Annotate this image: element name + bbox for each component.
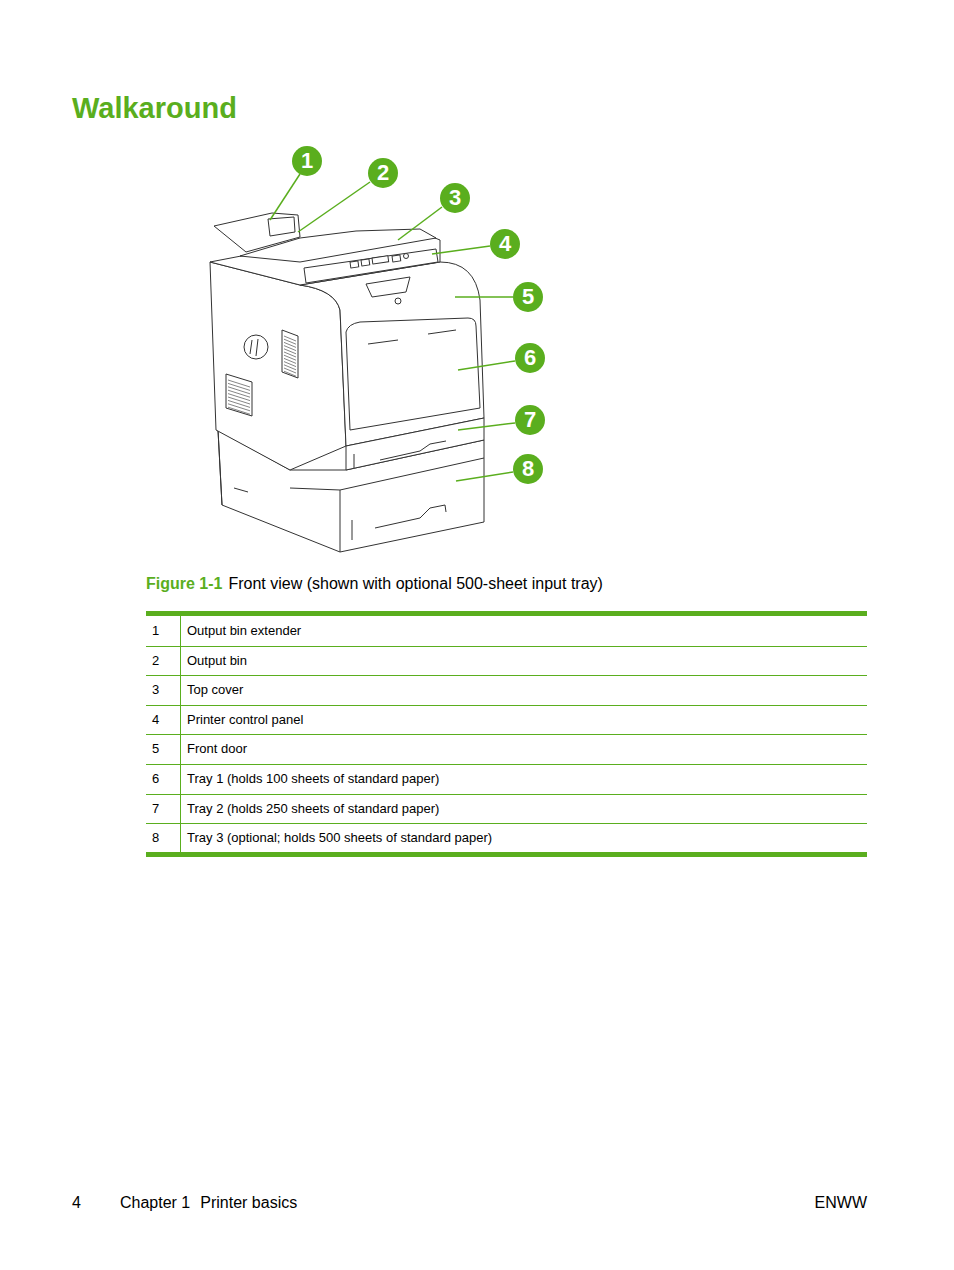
callout-number: 5 <box>522 286 534 308</box>
callout-circle: 3 <box>440 183 470 213</box>
table-cell: Output bin extender <box>187 616 301 646</box>
figure-caption: Front view (shown with optional 500-shee… <box>228 574 602 594</box>
table-cell: 7 <box>152 794 159 824</box>
vent-stroke <box>228 404 250 411</box>
table-cell: 2 <box>152 646 159 676</box>
callout-number: 6 <box>524 347 536 369</box>
vent-stroke <box>228 397 250 404</box>
callout-number: 8 <box>522 458 534 480</box>
page-number: 4 <box>72 1193 81 1213</box>
callout-circle: 8 <box>513 454 543 484</box>
vent-stroke <box>228 387 250 394</box>
vent-stroke <box>228 400 250 407</box>
callout-circle: 1 <box>292 146 322 176</box>
vent-stroke <box>228 394 250 401</box>
callout-number: 2 <box>377 162 389 184</box>
table-rules <box>146 611 867 857</box>
table-row-rules <box>146 647 867 824</box>
vent-stroke <box>284 371 296 376</box>
callout-circle: 7 <box>515 405 545 435</box>
footer-code: ENWW <box>815 1193 867 1213</box>
callout-number: 1 <box>301 150 313 172</box>
callout-number: 4 <box>499 233 511 255</box>
vent-stroke <box>228 383 250 390</box>
table-cell: Tray 3 (optional; holds 500 sheets of st… <box>187 823 492 853</box>
callout-circle: 2 <box>368 158 398 188</box>
table-cell: Front door <box>187 734 247 764</box>
chapter-label: Chapter 1 <box>120 1193 190 1213</box>
table-cell: Output bin <box>187 646 247 676</box>
vent-stroke <box>228 380 250 387</box>
callout-number: 3 <box>449 187 461 209</box>
table-cell: Top cover <box>187 675 243 705</box>
figure-number: Figure 1-1 <box>146 574 222 594</box>
table-cell: Tray 1 (holds 100 sheets of standard pap… <box>187 764 439 794</box>
page-title: Walkaround <box>72 92 237 125</box>
table-cell: 3 <box>152 675 159 705</box>
table-cell: 8 <box>152 823 159 853</box>
vent-stroke <box>228 407 250 414</box>
vent-stroke <box>228 390 250 397</box>
table-cell: Tray 2 (holds 250 sheets of standard pap… <box>187 794 439 824</box>
callout-circle: 4 <box>490 229 520 259</box>
table-cell: Printer control panel <box>187 705 303 735</box>
callout-circle: 5 <box>513 282 543 312</box>
table-cell: 5 <box>152 734 159 764</box>
table-cell: 6 <box>152 764 159 794</box>
table-cell: 1 <box>152 616 159 646</box>
table-cell: 4 <box>152 705 159 735</box>
table-column-rule <box>180 616 181 852</box>
callout-number: 7 <box>524 409 536 431</box>
callout-circle: 6 <box>515 343 545 373</box>
leader-lines <box>270 174 515 481</box>
chapter-title: Printer basics <box>200 1193 297 1213</box>
